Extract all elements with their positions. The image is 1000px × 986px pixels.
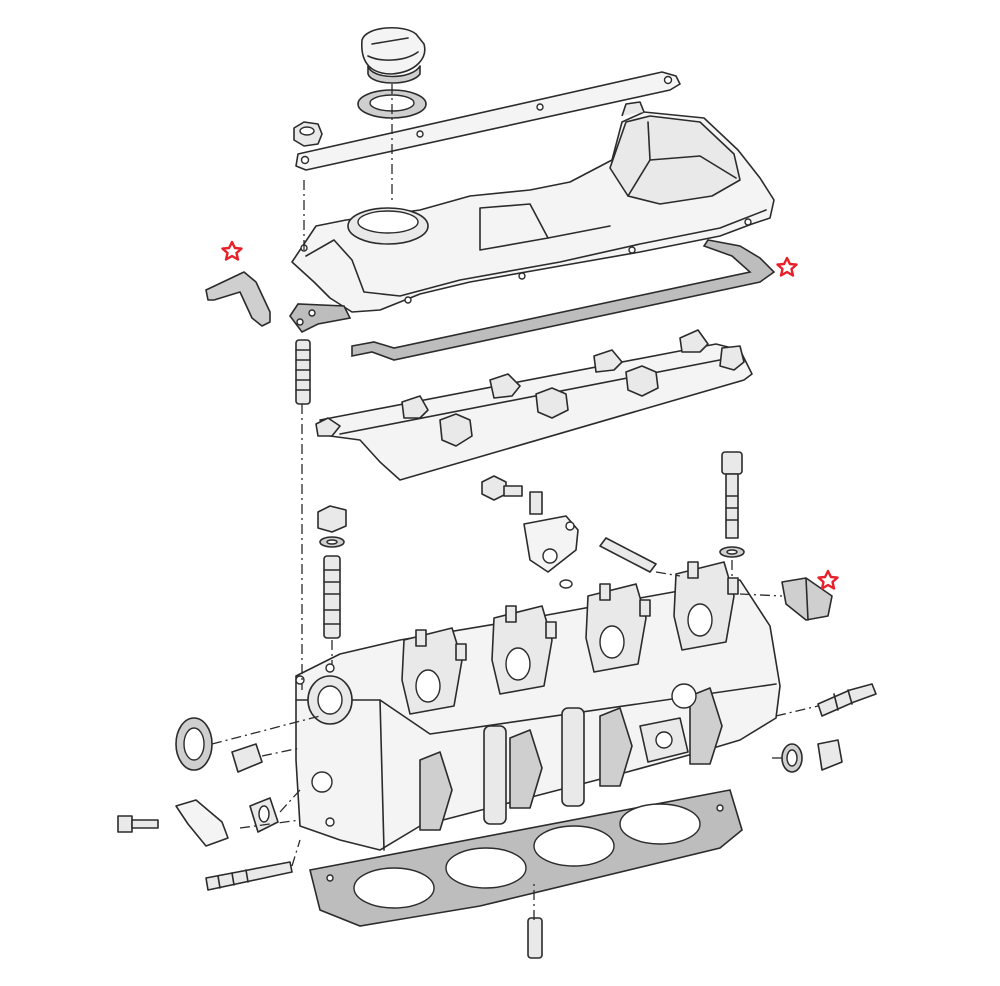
valve-cover (291, 101, 775, 313)
oil-baffle-plate (315, 329, 753, 481)
small-bolt (481, 475, 523, 501)
sleeve (249, 797, 279, 833)
long-stud (205, 861, 293, 891)
bracket-and-bolt (117, 799, 229, 847)
head-bolt (719, 451, 745, 558)
star-outline-icon (817, 569, 839, 590)
temp-sensor (817, 683, 877, 717)
valve-cover-gasket (289, 239, 776, 361)
cam-oil-seal (175, 717, 213, 771)
marker-star-cam-end-plug (817, 569, 839, 590)
oil-filler-cap (361, 26, 426, 84)
cover-nut (293, 121, 323, 147)
angled-stud (599, 537, 657, 573)
end-plug (231, 743, 263, 773)
star-outline-icon (221, 240, 243, 261)
cylinder-head (295, 561, 781, 851)
marker-star-valve-cover-gasket (776, 256, 798, 277)
assembly-guide-lines (211, 84, 819, 920)
cover-stud (295, 339, 311, 405)
head-nut-and-stud (317, 505, 347, 639)
star-outline-icon (776, 256, 798, 277)
water-flange (523, 491, 579, 589)
drain-plug (781, 739, 843, 773)
valve-guide (527, 917, 543, 959)
breather-hose (205, 271, 271, 327)
cam-end-plug (781, 577, 833, 621)
head-gasket (309, 789, 743, 927)
marker-star-breather-hose (221, 240, 243, 261)
